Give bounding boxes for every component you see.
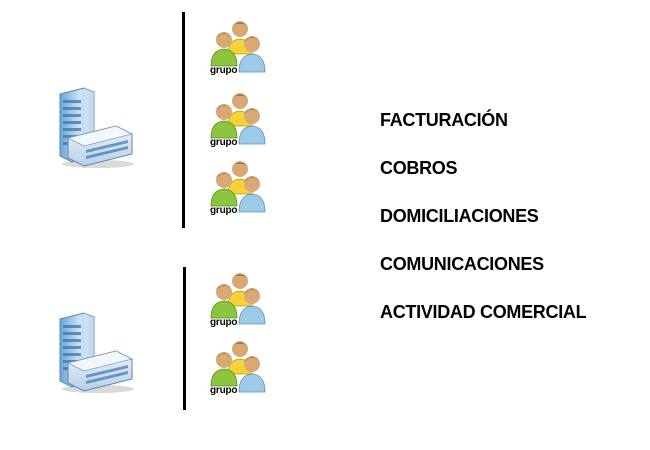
- office-building-icon: [50, 305, 140, 395]
- group-label: grupo: [210, 205, 238, 216]
- group-label: grupo: [210, 317, 238, 328]
- item-actividad-comercial: ACTIVIDAD COMERCIAL: [380, 302, 587, 322]
- group-label: grupo: [210, 137, 238, 148]
- divider-line: [183, 267, 186, 410]
- item-comunicaciones: COMUNICACIONES: [380, 254, 544, 274]
- item-cobros: COBROS: [380, 158, 458, 178]
- user-group-icon: grupo: [208, 18, 280, 78]
- item-facturacion: FACTURACIÓN: [380, 110, 508, 130]
- user-group-icon: grupo: [208, 90, 280, 150]
- item-domiciliaciones: DOMICILIACIONES: [380, 206, 539, 226]
- divider-line: [182, 12, 185, 228]
- user-group-icon: grupo: [208, 270, 280, 330]
- user-group-icon: grupo: [208, 338, 280, 398]
- office-building-icon: [50, 80, 140, 170]
- user-group-icon: grupo: [208, 158, 280, 218]
- group-label: grupo: [210, 385, 238, 396]
- group-label: grupo: [210, 65, 238, 76]
